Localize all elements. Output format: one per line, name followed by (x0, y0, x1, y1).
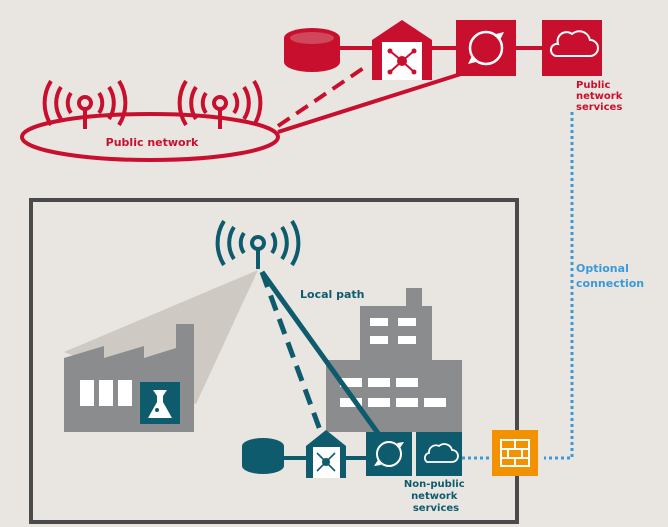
non-public-network: Local path (29, 198, 519, 524)
database-icon (242, 438, 284, 474)
public-dashed-link (276, 63, 370, 128)
office-building-icon (326, 288, 462, 432)
core-network-icon (306, 430, 346, 478)
cloud-icon (542, 20, 602, 76)
core-network-icon (372, 20, 432, 80)
antenna-icon (42, 79, 128, 129)
cloud-icon (416, 432, 462, 476)
public-network: Public network (20, 20, 626, 162)
local-path-label: Local path (300, 288, 365, 301)
site-frame (29, 198, 519, 524)
local-path-link (259, 270, 383, 438)
database-icon (284, 28, 340, 72)
public-solid-link (277, 71, 465, 134)
optional-connection-line (544, 112, 574, 460)
public-network-ellipse (20, 112, 280, 162)
factory-icon (64, 324, 194, 432)
sync-icon (366, 432, 412, 476)
local-dashed-link (259, 271, 323, 431)
antenna-icon (215, 219, 301, 269)
firewall-icon (492, 430, 538, 476)
sync-icon (456, 20, 516, 76)
optional-connection-label: Optional connection (576, 262, 644, 290)
nonpublic-services-label: Non-public network services (404, 479, 468, 514)
optional-connection: Optional connection (544, 112, 644, 460)
public-network-label: Public network (106, 136, 199, 149)
antenna-icon (177, 79, 263, 129)
public-services-label: Public network services (576, 80, 626, 113)
